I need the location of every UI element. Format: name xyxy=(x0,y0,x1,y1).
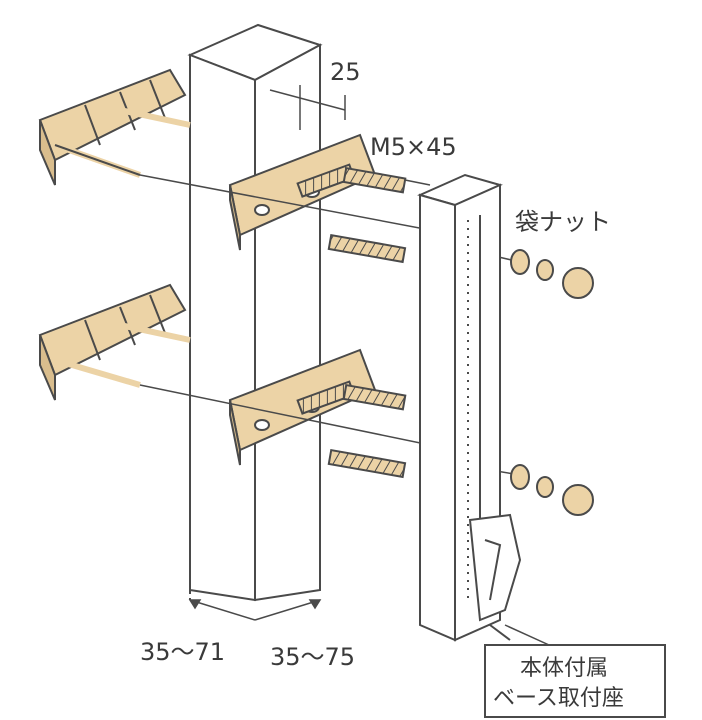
dimension-lines xyxy=(188,85,346,621)
cap-nut-set-lower xyxy=(510,464,594,516)
bolt-upper-c xyxy=(327,233,407,264)
dim-left-label: 35～71 xyxy=(140,638,225,666)
dim-right-label: 35～75 xyxy=(270,643,355,671)
bolt-lower-b xyxy=(342,383,407,411)
dim-top-label: 25 xyxy=(330,58,361,86)
bolt-upper-b xyxy=(342,166,407,194)
cap-nut-set-upper xyxy=(510,249,594,299)
bolt-lower-c xyxy=(327,448,407,479)
base-note-line2: ベース取付座 xyxy=(493,686,624,711)
bolts xyxy=(296,163,407,479)
cap-nut-label: 袋ナット xyxy=(515,208,611,236)
base-note-callout: 本体付属 ベース取付座 xyxy=(484,624,666,718)
base-note-line1: 本体付属 xyxy=(520,656,608,681)
base-mount xyxy=(468,513,522,641)
upper-back-bracket xyxy=(38,68,191,186)
lower-back-bracket xyxy=(38,283,191,401)
bolt-spec-label: M5×45 xyxy=(370,133,457,161)
